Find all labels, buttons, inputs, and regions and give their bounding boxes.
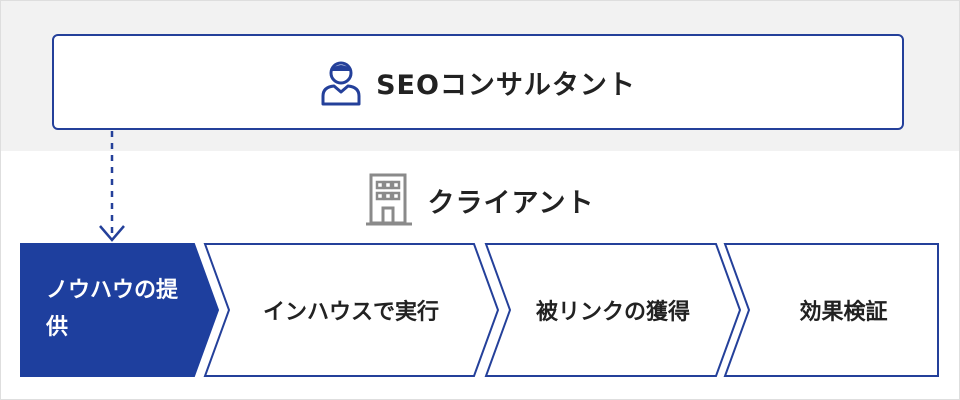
step-1-shape bbox=[20, 243, 220, 377]
client-row: クライアント bbox=[0, 170, 960, 230]
step-4-label: 効果検証 bbox=[799, 300, 888, 325]
step-2-label: インハウスで実行 bbox=[262, 300, 439, 325]
step-2-shape bbox=[203, 243, 500, 377]
step-3-label: 被リンクの獲得 bbox=[535, 300, 690, 325]
arrow-head-icon bbox=[99, 225, 125, 242]
step-4-shape bbox=[723, 243, 939, 377]
consultant-box: SEOコンサルタント bbox=[52, 34, 904, 130]
step-1-label: ノウハウの提供 bbox=[46, 278, 179, 341]
consultant-label: SEOコンサルタント bbox=[376, 69, 636, 101]
building-icon bbox=[365, 172, 412, 228]
client-label: クライアント bbox=[427, 187, 595, 219]
step-3-shape bbox=[484, 243, 742, 377]
person-icon bbox=[320, 58, 362, 106]
